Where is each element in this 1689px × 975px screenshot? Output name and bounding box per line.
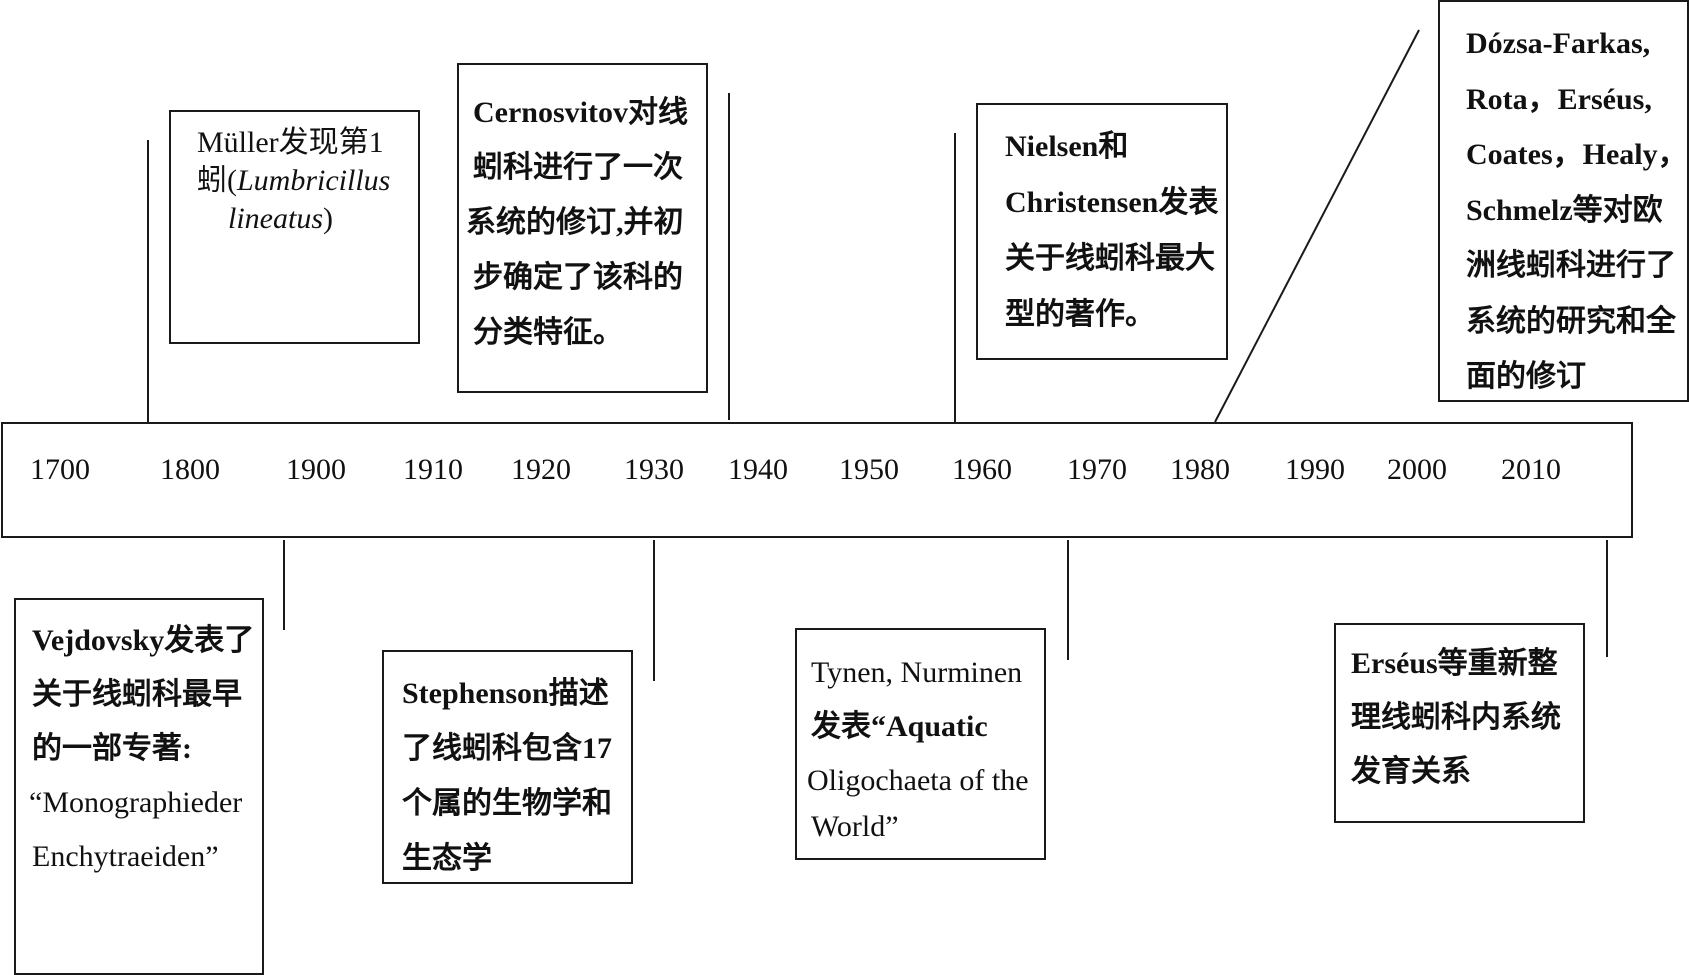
event-text-line: Erséus等重新整: [1351, 647, 1558, 680]
year-label: 1930: [624, 453, 684, 486]
event-text-line: 理线蚓科内系统: [1351, 701, 1561, 734]
year-label: 1980: [1170, 453, 1230, 486]
event-text-line: Nielsen和: [1005, 130, 1129, 163]
event-text-line: Oligochaeta of the: [807, 764, 1029, 797]
event-box-erseus: Erséus等重新整 理线蚓科内系统 发育关系: [1334, 623, 1585, 823]
event-box-muller: Müller发现第1 蚓(Lumbricillus lineatus): [169, 110, 420, 344]
event-box-stephenson: Stephenson描述 了线蚓科包含17 个属的生物学和 生态学: [382, 650, 633, 884]
event-text-line: lineatus): [228, 202, 333, 235]
event-text-line: 分类特征。: [473, 316, 623, 349]
event-text-line: 的一部专著:: [32, 732, 192, 765]
year-label: 1960: [952, 453, 1012, 486]
event-text-line: 步确定了该科的: [473, 261, 683, 294]
year-label: 1970: [1067, 453, 1127, 486]
year-label: 1700: [30, 453, 90, 486]
event-text-line: Tynen, Nurminen: [811, 656, 1023, 689]
event-text-line: Müller发现第1: [197, 126, 384, 159]
event-text-line: 蚓(Lumbricillus: [197, 164, 391, 197]
event-text-line: 系统的修订,并初: [466, 206, 684, 239]
event-box-cernosvitov: Cernosvitov对线 蚓科进行了一次 系统的修订,并初 步确定了该科的 分…: [457, 63, 708, 393]
species-name-italic: Lumbricillus: [237, 164, 391, 197]
year-label: 1910: [403, 453, 463, 486]
connector-dozsa: [1214, 29, 1420, 423]
event-text-line: Dózsa-Farkas,: [1466, 27, 1651, 60]
event-text-line: Schmelz等对欧: [1466, 193, 1663, 227]
event-box-tynen: Tynen, Nurminen 发表“Aquatic Oligochaeta o…: [795, 628, 1046, 860]
event-text-line: Stephenson描述: [402, 677, 609, 710]
event-text-line: 发表“Aquatic: [811, 710, 988, 743]
event-text-line: 发育关系: [1351, 755, 1471, 788]
event-text-line: Rota，Erséus,: [1466, 82, 1652, 116]
event-text-line: Cernosvitov对线: [473, 96, 688, 129]
event-text-line: Coates，Healy，: [1466, 138, 1688, 171]
event-text-line: 关于线蚓科最早: [32, 678, 242, 711]
event-text-line: 关于线蚓科最大: [1005, 242, 1215, 275]
year-label: 1900: [286, 453, 346, 486]
year-label: 2010: [1501, 453, 1561, 486]
event-text-line: “Monographieder: [29, 786, 243, 819]
year-label: 1800: [160, 453, 220, 486]
event-text-line: 洲线蚓科进行了: [1466, 249, 1676, 282]
year-label: 1920: [511, 453, 571, 486]
year-label: 1940: [728, 453, 788, 486]
event-text-line: 生态学: [402, 842, 492, 875]
year-label: 2000: [1387, 453, 1447, 486]
event-text-line: Enchytraeiden”: [32, 840, 219, 873]
year-label: 1950: [839, 453, 899, 486]
event-text-line: 蚓科进行了一次: [473, 151, 683, 184]
event-text-line: 面的修订: [1466, 360, 1586, 393]
event-box-dozsa: Dózsa-Farkas, Rota，Erséus, Coates，Healy，…: [1438, 0, 1689, 402]
event-text-line: 了线蚓科包含17: [402, 732, 612, 765]
event-text-line: World”: [811, 810, 899, 843]
event-text-line: 系统的研究和全: [1466, 304, 1676, 338]
event-text-line: 型的著作。: [1005, 298, 1155, 331]
timeline-bar: [1, 422, 1633, 538]
event-text-line: 个属的生物学和: [402, 787, 612, 820]
year-label: 1990: [1285, 453, 1345, 486]
event-text-line: Christensen发表: [1005, 186, 1219, 219]
event-text-line: Vejdovsky发表了: [32, 624, 255, 657]
event-box-nielsen: Nielsen和 Christensen发表 关于线蚓科最大 型的著作。: [976, 103, 1228, 360]
event-box-vejdovsky: Vejdovsky发表了 关于线蚓科最早 的一部专著: “Monographie…: [14, 598, 264, 975]
